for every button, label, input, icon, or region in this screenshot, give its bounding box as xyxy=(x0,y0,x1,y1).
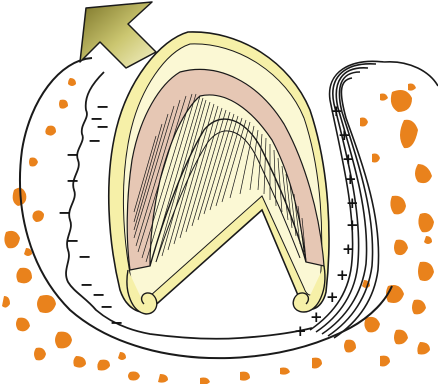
positive-sign: + xyxy=(310,308,323,326)
positive-sign: + xyxy=(344,170,357,188)
positive-sign: + xyxy=(346,216,359,234)
negative-sign: − xyxy=(66,171,79,190)
positive-sign: + xyxy=(326,288,339,306)
positive-sign: + xyxy=(342,150,355,168)
negative-sign: − xyxy=(66,145,79,164)
positive-sign: + xyxy=(346,194,359,212)
negative-sign: − xyxy=(78,247,91,266)
positive-sign: + xyxy=(338,126,351,144)
positive-sign: + xyxy=(294,322,307,340)
negative-sign: − xyxy=(110,313,123,332)
negative-sign: − xyxy=(58,203,71,222)
negative-sign: − xyxy=(88,131,101,150)
positive-sign: + xyxy=(342,240,355,258)
positive-sign: + xyxy=(336,266,349,284)
positive-sign: + xyxy=(330,102,343,120)
